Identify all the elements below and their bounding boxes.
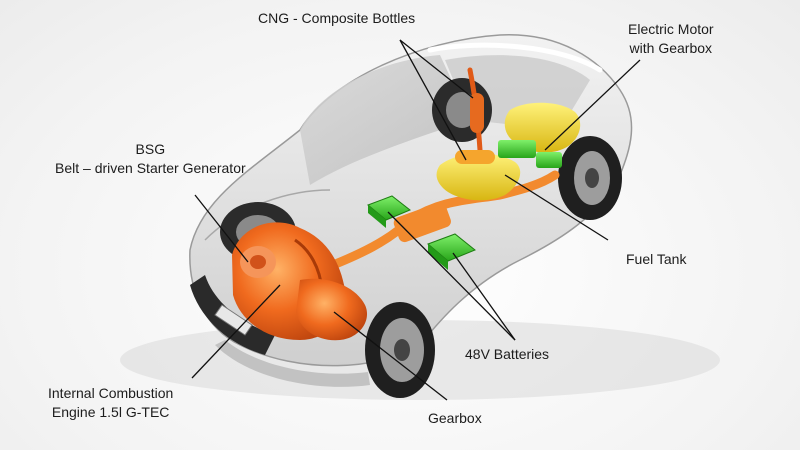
label-electric-motor: Electric Motor with Gearbox [628, 20, 714, 58]
windscreen [300, 55, 470, 185]
label-fuel-tank: Fuel Tank [626, 250, 686, 269]
label-engine: Internal Combustion Engine 1.5l G-TEC [48, 384, 173, 422]
label-48v-batteries: 48V Batteries [465, 345, 549, 364]
label-electric-motor-line2: with Gearbox [629, 40, 713, 56]
fuel-tank [436, 153, 521, 201]
label-fuel-tank-text: Fuel Tank [626, 251, 687, 267]
rear-battery-2 [536, 152, 562, 168]
label-engine-line1: Internal Combustion [48, 385, 174, 401]
battery-48v-1 [367, 195, 411, 228]
label-gearbox-text: Gearbox [428, 410, 482, 426]
rear-battery [498, 140, 536, 158]
label-engine-line2: Engine 1.5l G-TEC [51, 404, 170, 420]
leader-lines [191, 39, 641, 401]
label-gearbox: Gearbox [428, 409, 482, 428]
leader-motor [544, 59, 641, 151]
label-bsg: BSG Belt – driven Starter Generator [55, 140, 246, 178]
label-electric-motor-line1: Electric Motor [628, 21, 714, 37]
battery-48v-2 [427, 233, 476, 270]
label-bsg-line1: BSG [135, 141, 166, 157]
wheel-front-right [365, 302, 435, 398]
leader-engine [191, 284, 281, 379]
label-bsg-line2: Belt – driven Starter Generator [55, 160, 246, 176]
roof-rail [427, 42, 603, 73]
wheel-rear-right [558, 136, 622, 220]
leader-gearbox [333, 311, 448, 401]
leader-fuel-tank [504, 174, 609, 241]
cng-bottles [455, 93, 495, 164]
leader-battery-2 [452, 252, 516, 341]
label-cng-text: CNG - Composite Bottles [258, 10, 416, 26]
leader-cng-2 [399, 39, 467, 161]
leader-battery-1 [387, 211, 516, 341]
headlight [214, 304, 253, 336]
label-cng: CNG - Composite Bottles [258, 9, 415, 28]
label-48v-batteries-text: 48V Batteries [465, 346, 550, 362]
leader-bsg [194, 194, 249, 263]
hood-line [204, 189, 331, 241]
front-bumper [215, 340, 370, 387]
gearbox [296, 278, 368, 341]
leader-cng-1 [399, 39, 474, 99]
